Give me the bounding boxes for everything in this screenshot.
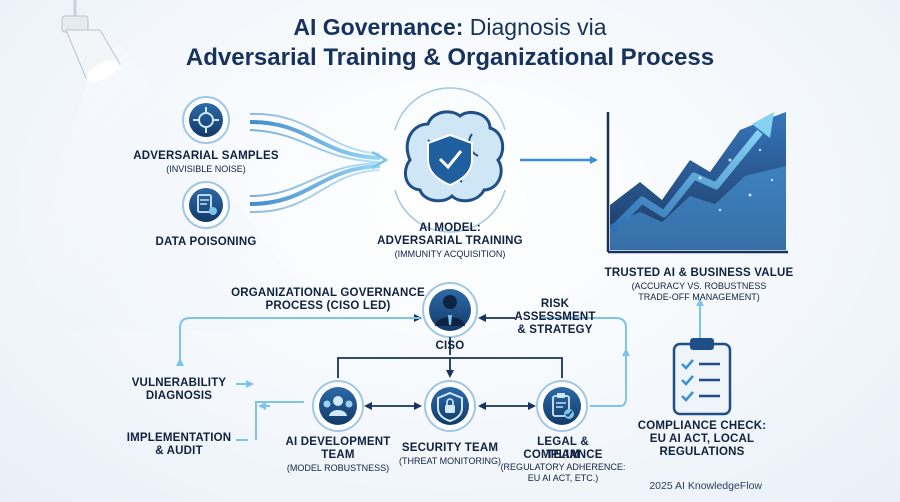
- team-security-label: SECURITY TEAM: [401, 442, 499, 454]
- risk-label-2: ASSESSMENT: [514, 311, 596, 323]
- team-legal-label-2: TEAM: [546, 449, 580, 461]
- ai-model-label-1: AI MODEL:: [419, 222, 481, 234]
- outcome-sub-1: (ACCURACY VS. ROBUSTNESS: [631, 281, 767, 291]
- ai-model-sub: (IMMUNITY ACQUISITION): [394, 249, 506, 259]
- compliance-label-3: REGULATIONS: [659, 446, 745, 458]
- adversarial-samples-sub: (INVISIBLE NOISE): [166, 164, 246, 174]
- page-title-line1: AI Governance: Diagnosis via: [150, 14, 750, 41]
- team-legal-sub-1: (REGULATORY ADHERENCE:: [500, 462, 626, 472]
- shield-lock-icon: [424, 380, 476, 432]
- governance-label-1: ORGANIZATIONAL GOVERNANCE: [231, 287, 425, 299]
- vulnerability-label-2: DIAGNOSIS: [145, 390, 213, 402]
- ciso-label: CISO: [435, 340, 465, 352]
- team-ai-dev-sub: (MODEL ROBUSTNESS): [286, 463, 390, 473]
- poisoned-document-icon: [182, 181, 230, 229]
- risk-label-1: RISK: [540, 298, 570, 310]
- title-rest: Diagnosis via: [463, 14, 607, 40]
- governance-label-2: PROCESS (CISO LED): [265, 300, 391, 312]
- team-legal-sub-2: EU AI ACT, ETC.): [527, 473, 599, 483]
- implementation-label-1: IMPLEMENTATION: [126, 432, 232, 444]
- team-ai-dev-label-1: AI DEVELOPMENT: [285, 436, 391, 448]
- team-people-icon: [312, 380, 364, 432]
- outcome-label: TRUSTED AI & BUSINESS VALUE: [604, 267, 794, 279]
- clipboard-check-icon: [536, 380, 588, 432]
- page-title-line2: Adversarial Training & Organizational Pr…: [185, 44, 715, 71]
- footer-credit: 2025 AI KnowledgeFlow: [649, 480, 762, 492]
- team-ai-dev-label-2: TEAM: [321, 449, 355, 461]
- outcome-sub-2: TRADE-OFF MANAGEMENT): [638, 292, 760, 302]
- checklist-clipboard-icon: [672, 338, 732, 416]
- rising-trend-chart-icon: [606, 112, 788, 254]
- ai-model-label-2: ADVERSARIAL TRAINING: [377, 235, 523, 247]
- adversarial-samples-label: ADVERSARIAL SAMPLES: [133, 150, 279, 162]
- implementation-label-2: & AUDIT: [155, 445, 203, 457]
- vulnerability-label-1: VULNERABILITY: [131, 377, 227, 389]
- data-poisoning-label: DATA POISONING: [155, 236, 257, 248]
- compliance-label-2: EU AI ACT, LOCAL: [649, 433, 755, 445]
- feedback-loop: [176, 298, 704, 441]
- executive-person-icon: [422, 282, 478, 338]
- brain-shield-check-icon: [394, 87, 506, 233]
- team-security-sub: (THREAT MONITORING): [399, 456, 501, 466]
- spotlight-lamp: [20, 0, 330, 330]
- team-legal-label-1: LEGAL & COMPLIANCE: [523, 436, 603, 461]
- risk-label-3: & STRATEGY: [517, 324, 593, 336]
- target-crosshair-icon: [182, 96, 230, 144]
- input-streams: [249, 112, 389, 214]
- compliance-label-1: COMPLIANCE CHECK:: [637, 420, 767, 432]
- title-bold: AI Governance:: [293, 14, 464, 40]
